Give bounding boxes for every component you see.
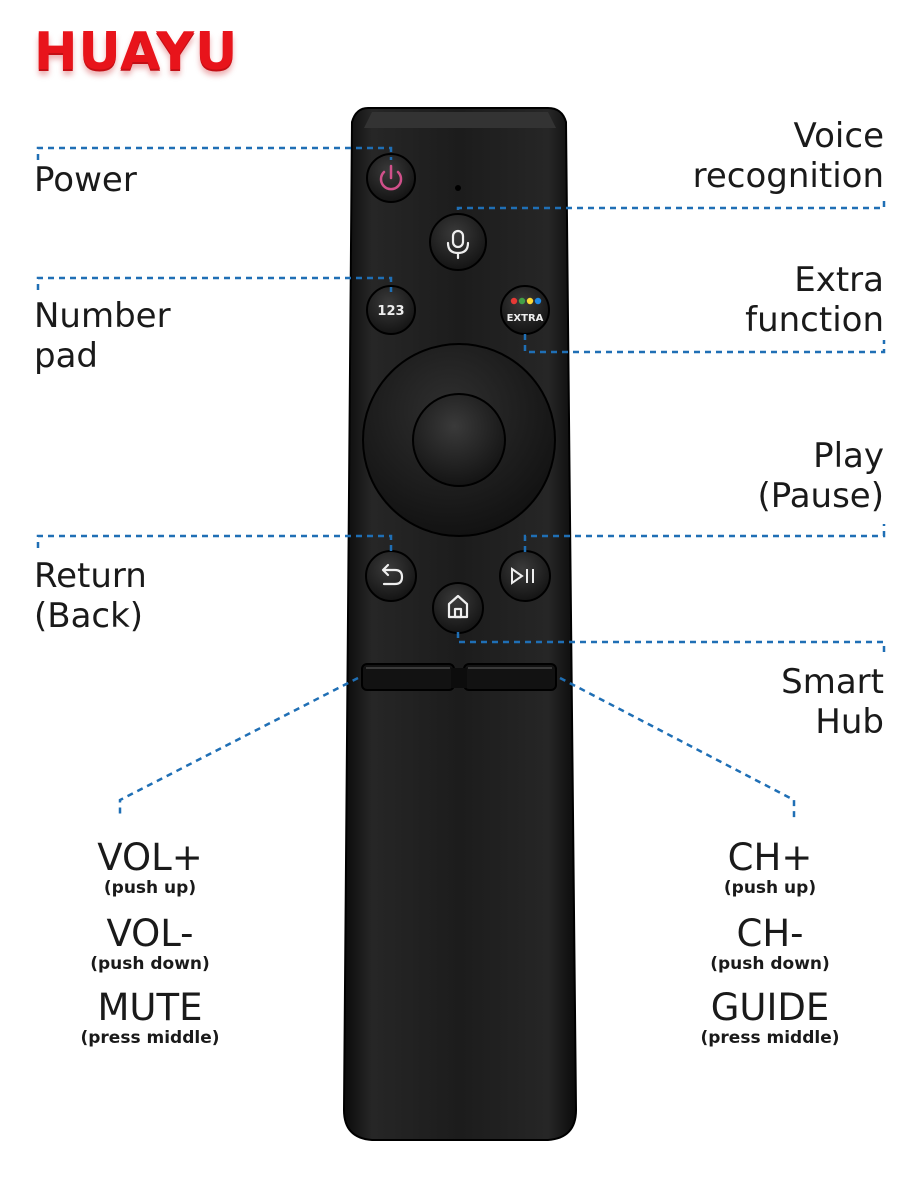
- volume-legend: VOL+ (push up) VOL- (push down) MUTE (pr…: [60, 836, 240, 1049]
- return-label-line2: (Back): [34, 596, 144, 636]
- home-icon: [447, 594, 469, 619]
- home-button[interactable]: [432, 582, 484, 634]
- microphone-hole: [455, 185, 461, 191]
- extra-label-line2: function: [745, 300, 884, 340]
- power-callout: [36, 146, 393, 160]
- extra-button[interactable]: EXTRA: [500, 285, 550, 335]
- ch-down-text: CH-: [736, 912, 804, 955]
- number-pad-button[interactable]: 123: [366, 285, 416, 335]
- return-label: Return (Back): [34, 556, 147, 636]
- play-pause-icon: [511, 567, 534, 585]
- brand-logo: HUAYU: [34, 22, 239, 82]
- vol-up-text: VOL+: [97, 836, 203, 879]
- green-dot-icon: [518, 297, 526, 305]
- voice-label-line2: recognition: [692, 156, 884, 196]
- number-pad-label-line2: pad: [34, 336, 98, 376]
- power-button[interactable]: [366, 153, 416, 203]
- channel-legend: CH+ (push up) CH- (push down) GUIDE (pre…: [680, 836, 860, 1049]
- rocker-divider: [451, 668, 467, 688]
- ch-up-text: CH+: [727, 836, 813, 879]
- power-label-text: Power: [34, 160, 137, 200]
- play-callout: [523, 524, 886, 552]
- power-icon: [379, 164, 403, 191]
- smart-hub-callout: [456, 632, 886, 654]
- extra-text: EXTRA: [507, 313, 544, 324]
- voice-callout: [456, 196, 886, 210]
- select-button[interactable]: [412, 393, 506, 487]
- ch-down-hint: (push down): [710, 954, 830, 974]
- extra-label: Extra function: [745, 260, 884, 340]
- voice-label: Voice recognition: [693, 116, 884, 196]
- yellow-dot-icon: [526, 297, 534, 305]
- guide-text: GUIDE: [710, 986, 830, 1029]
- return-button[interactable]: [365, 550, 417, 602]
- mute-hint: (press middle): [80, 1028, 220, 1048]
- play-label: Play (Pause): [757, 436, 884, 516]
- play-label-line1: Play: [813, 436, 884, 476]
- channel-callout: [559, 676, 796, 818]
- voice-button[interactable]: [429, 213, 487, 271]
- smart-hub-label: Smart Hub: [781, 662, 884, 742]
- microphone-icon: [446, 229, 470, 260]
- back-arrow-icon: [381, 563, 404, 586]
- channel-rocker[interactable]: [463, 663, 557, 691]
- smart-hub-label-line1: Smart: [781, 662, 884, 702]
- blue-dot-icon: [534, 297, 542, 305]
- volume-rocker[interactable]: [361, 663, 455, 691]
- extra-label-line1: Extra: [794, 260, 884, 300]
- vol-down-hint: (push down): [90, 954, 210, 974]
- vol-down-text: VOL-: [106, 912, 194, 955]
- number-pad-text: 123: [377, 304, 404, 319]
- play-label-line2: (Pause): [757, 476, 884, 516]
- number-pad-label: Number pad: [34, 296, 171, 376]
- return-callout: [36, 534, 393, 552]
- smart-hub-label-line2: Hub: [815, 702, 884, 742]
- number-pad-callout: [36, 276, 393, 292]
- red-dot-icon: [510, 297, 518, 305]
- play-pause-button[interactable]: [499, 550, 551, 602]
- ch-up-hint: (push up): [723, 878, 817, 898]
- number-pad-label-line1: Number: [34, 296, 171, 336]
- callout-lines: [36, 146, 886, 818]
- volume-callout: [118, 676, 359, 818]
- mute-text: MUTE: [97, 986, 203, 1029]
- power-label: Power: [34, 160, 137, 200]
- guide-hint: (press middle): [700, 1028, 840, 1048]
- vol-up-hint: (push up): [103, 878, 197, 898]
- voice-label-line1: Voice: [793, 116, 884, 156]
- return-label-line1: Return: [34, 556, 147, 596]
